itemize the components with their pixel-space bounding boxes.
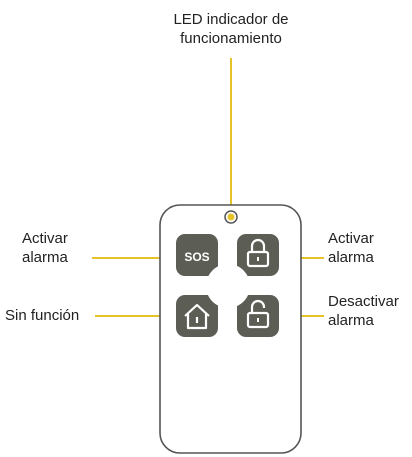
- home-icon: [184, 303, 210, 330]
- sos-button[interactable]: [176, 234, 218, 276]
- center-cutout: [206, 264, 250, 308]
- led-indicator-icon: [224, 210, 238, 224]
- led-label: LED indicador de funcionamiento: [150, 10, 312, 48]
- activar-right-label-line2: alarma: [328, 249, 374, 266]
- activar-left-label: Activar alarma: [22, 229, 68, 267]
- desactivar-label-line2: alarma: [328, 312, 374, 329]
- lock-open-icon: [246, 299, 270, 329]
- sin-funcion-button[interactable]: [176, 295, 218, 337]
- desactivar-label-line1: Desactivar: [328, 293, 399, 310]
- sos-button-label: SOS: [184, 250, 209, 264]
- activar-left-label-line2: alarma: [22, 249, 68, 266]
- desactivar-label: Desactivar alarma: [328, 292, 399, 330]
- activar-right-label-line1: Activar: [328, 230, 374, 247]
- led-label-line1: LED indicador de: [173, 11, 289, 28]
- sin-funcion-label-text: Sin función: [5, 307, 80, 324]
- activar-right-label: Activar alarma: [328, 229, 374, 267]
- sin-funcion-label: Sin función: [5, 306, 79, 325]
- lock-closed-icon: [246, 238, 270, 268]
- led-label-line2: funcionamiento: [180, 30, 282, 47]
- activar-left-label-line1: Activar: [22, 230, 68, 247]
